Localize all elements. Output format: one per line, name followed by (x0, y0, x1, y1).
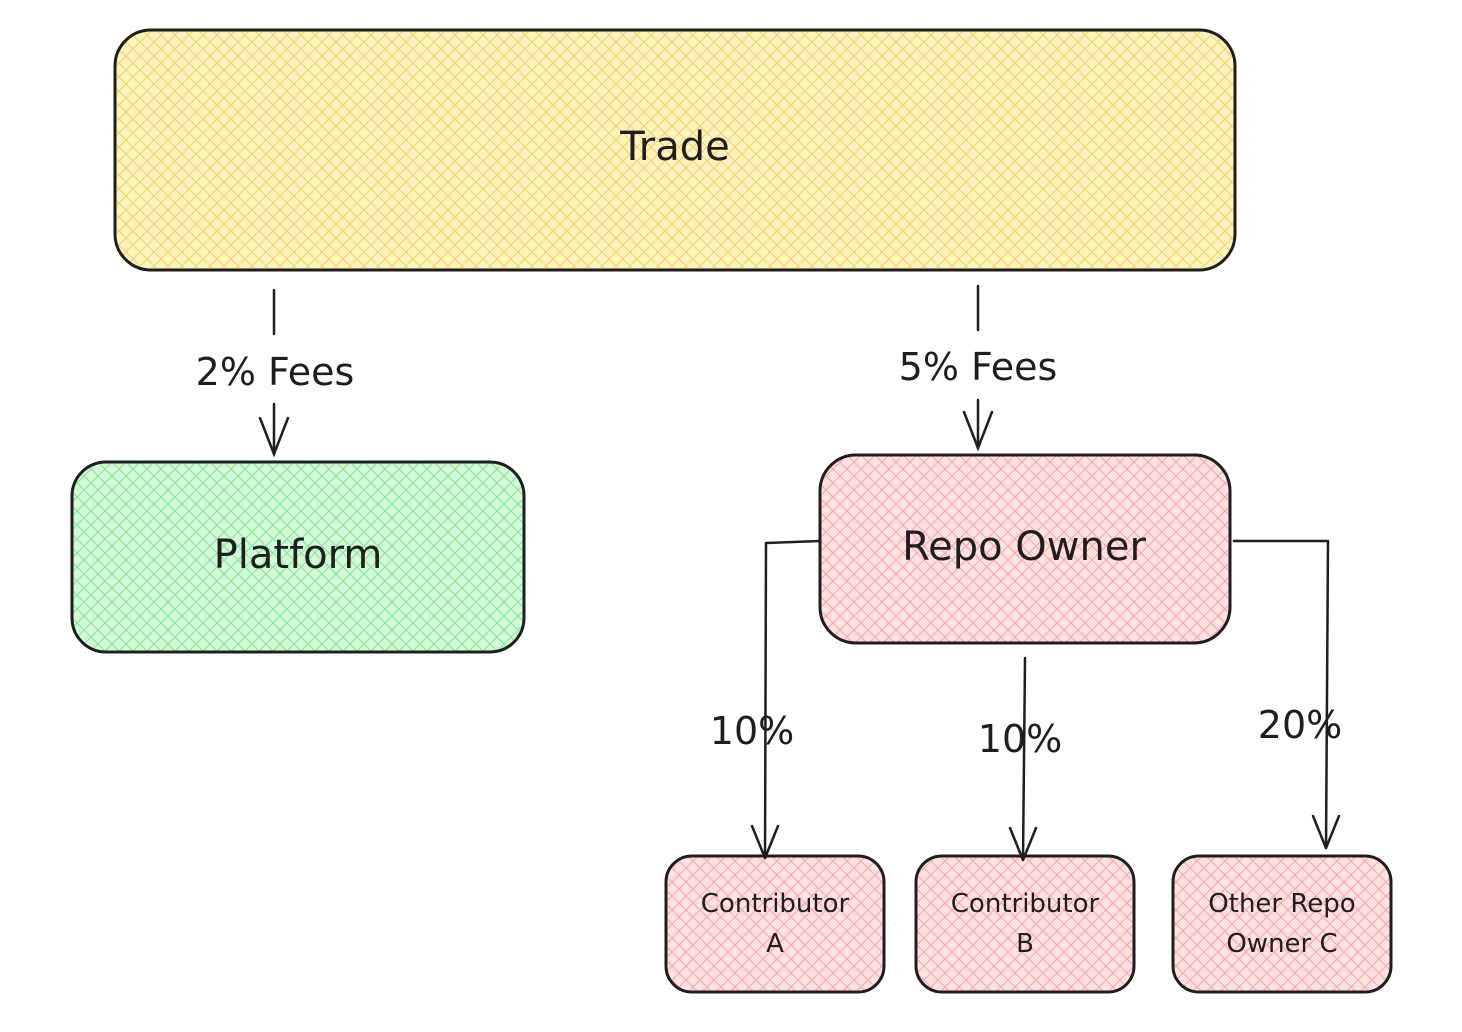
node-contributor-b-label-line1: Contributor (951, 889, 1100, 919)
edge-repo-to-contributor-a-label: 10% (710, 709, 794, 753)
node-trade: Trade (113, 28, 1237, 272)
node-platform: Platform (70, 460, 526, 654)
node-repo-owner: Repo Owner (818, 453, 1232, 645)
edge-repo-to-contributor-a (750, 539, 822, 860)
edge-trade-to-repo-owner (962, 284, 994, 452)
edge-trade-to-repo-owner-label: 5% Fees (899, 345, 1058, 389)
node-repo-owner-label: Repo Owner (902, 524, 1146, 570)
node-contributor-a-label-line2: A (766, 929, 784, 959)
node-other-repo-owner-c-label-line1: Other Repo (1208, 889, 1355, 919)
edge-repo-to-contributor-b-label: 10% (978, 717, 1062, 761)
edge-trade-to-platform (258, 288, 290, 458)
node-contributor-a-label-line1: Contributor (701, 889, 850, 919)
edge-repo-to-other-repo-owner-c (1232, 539, 1341, 850)
edge-repo-to-contributor-b (1008, 656, 1038, 862)
node-contributor-b-label-line2: B (1016, 929, 1034, 959)
edge-trade-to-platform-label: 2% Fees (196, 350, 355, 394)
edge-repo-to-other-repo-owner-c-label: 20% (1258, 703, 1342, 747)
node-other-repo-owner-c-label-line2: Owner C (1226, 929, 1337, 959)
node-contributor-b: Contributor B (914, 854, 1136, 994)
node-trade-label: Trade (619, 124, 730, 170)
node-platform-label: Platform (214, 532, 383, 578)
node-contributor-a: Contributor A (664, 854, 886, 994)
node-other-repo-owner-c: Other Repo Owner C (1171, 854, 1393, 994)
